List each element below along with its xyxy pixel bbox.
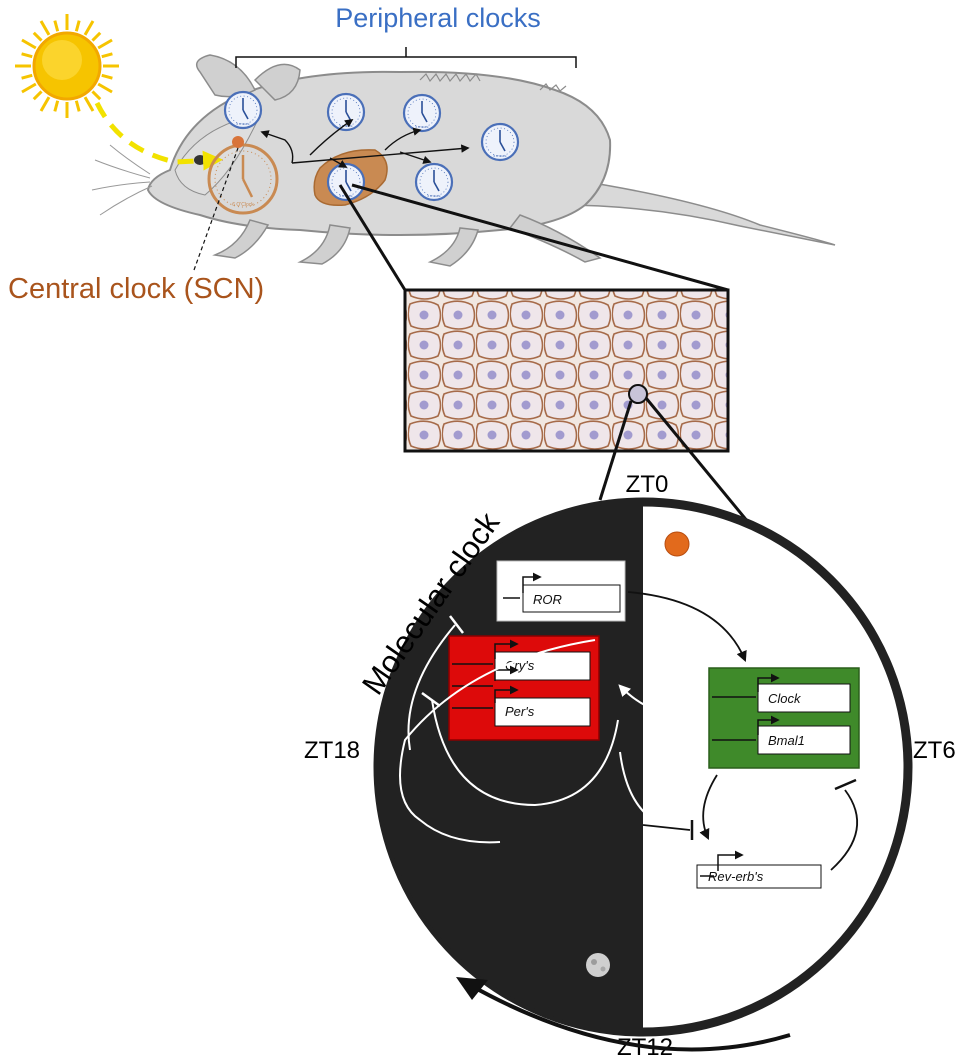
sun-ray bbox=[22, 40, 36, 48]
sun-ray bbox=[22, 75, 33, 78]
peripheral-clock-icon: 6 O'Clock bbox=[482, 124, 518, 160]
day-sun-icon bbox=[665, 532, 689, 556]
sun-ray bbox=[76, 21, 79, 32]
sun-ray bbox=[98, 40, 112, 48]
sun-ray bbox=[41, 97, 49, 111]
mouse-illustration bbox=[92, 55, 835, 266]
sun-ray bbox=[22, 54, 33, 57]
clock-label: Clock bbox=[768, 691, 802, 706]
sun-ray bbox=[102, 75, 113, 78]
clock-bmal1-gene-box: Clock Bmal1 bbox=[709, 668, 859, 768]
sun-ray bbox=[98, 84, 112, 92]
sun-ray bbox=[85, 97, 93, 111]
sun-ray bbox=[55, 101, 58, 112]
peripheral-clock-icon: 6 O'Clock bbox=[404, 95, 440, 131]
sun-ray bbox=[34, 91, 42, 99]
rev-erb-label: Rev-erb's bbox=[708, 869, 764, 884]
sun-ray bbox=[41, 21, 49, 35]
zt6-label: ZT6 bbox=[913, 737, 956, 764]
zt0-label: ZT0 bbox=[626, 471, 669, 498]
liver-tissue-micrograph bbox=[405, 290, 728, 451]
sun-ray bbox=[92, 33, 100, 41]
sun-ray bbox=[85, 21, 93, 35]
sun-ray bbox=[102, 54, 113, 57]
peripheral-clock-icon: 6 O'Clock bbox=[416, 164, 452, 200]
peripheral-clock-icon: 6 O'Clock bbox=[225, 92, 261, 128]
cycle-arrowhead bbox=[456, 977, 488, 1000]
ror-label: ROR bbox=[533, 592, 562, 607]
night-moon-icon bbox=[586, 953, 610, 977]
cell-highlight bbox=[629, 385, 647, 403]
peripheral-clock-caption: 6 O'Clock bbox=[237, 122, 250, 126]
bmal1-label: Bmal1 bbox=[768, 733, 805, 748]
sun-ray bbox=[55, 21, 58, 32]
central-clock-label: Central clock (SCN) bbox=[8, 273, 264, 305]
scn-clock-caption: 6 O'Clock bbox=[232, 202, 254, 208]
peripheral-clocks-label: Peripheral clocks bbox=[335, 3, 541, 33]
peripheral-clock-caption: 6 O'Clock bbox=[428, 194, 441, 198]
peripheral-clock-caption: 6 O'Clock bbox=[494, 154, 507, 158]
cry-per-gene-box: Cry's Per's bbox=[449, 636, 599, 740]
sun-ray bbox=[76, 101, 79, 112]
sun-ray bbox=[22, 84, 36, 92]
zt18-label: ZT18 bbox=[304, 737, 360, 764]
sun-icon bbox=[15, 14, 119, 118]
sun-ray bbox=[34, 33, 42, 41]
ror-gene-box: ROR bbox=[497, 561, 625, 621]
peripheral-clock-caption: 6 O'Clock bbox=[416, 125, 429, 129]
per-label: Per's bbox=[505, 704, 535, 719]
sun-ray bbox=[92, 91, 100, 99]
